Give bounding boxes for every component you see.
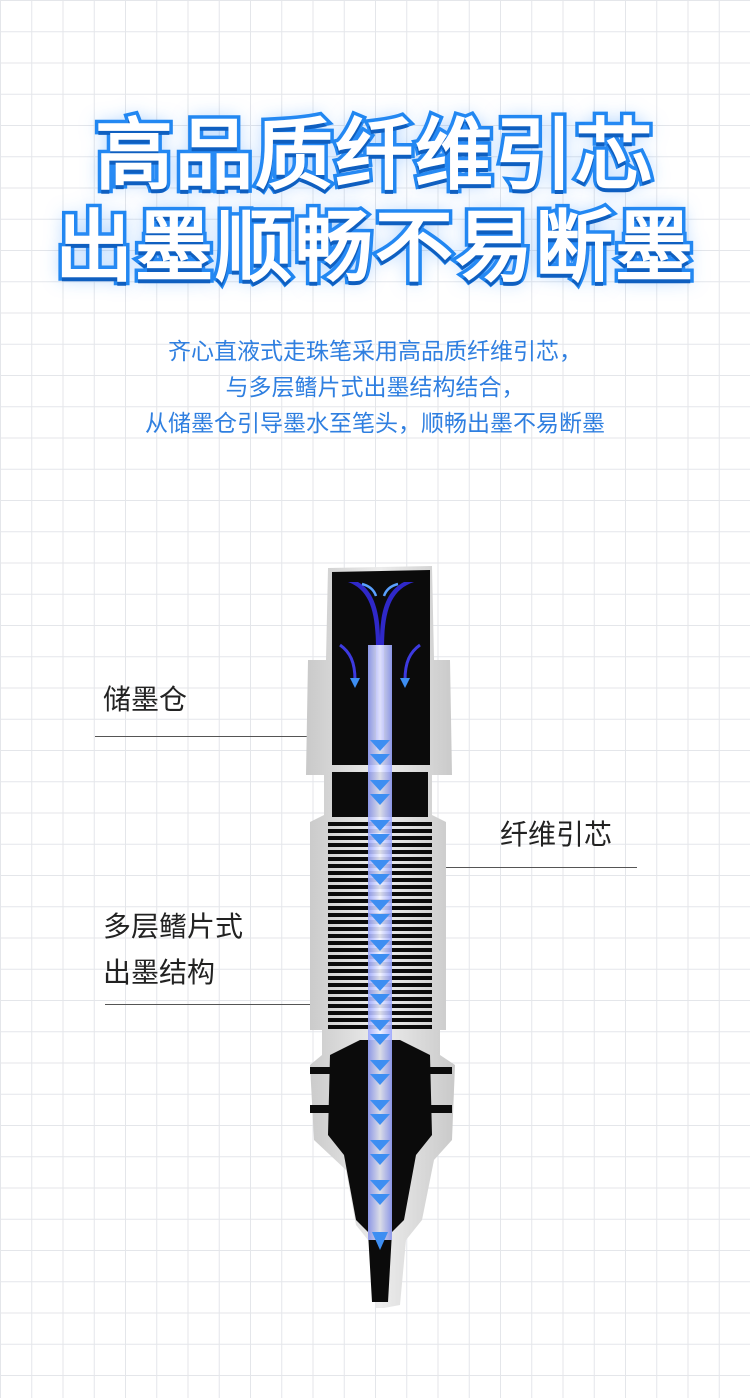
arrow-down-icon [370, 794, 390, 805]
arrow-down-icon [370, 1034, 390, 1045]
headline-line-2: 出墨顺畅不易断墨 [51, 200, 696, 297]
arrow-down-icon [370, 994, 390, 1005]
arrow-down-icon [370, 754, 390, 765]
callout-fins-leader-line [105, 1004, 335, 1005]
callout-wick-leader-line [385, 867, 637, 868]
arrow-down-icon [370, 940, 390, 951]
callout-fins-label-line-1: 多层鳍片式 [103, 910, 244, 943]
arrow-down-icon [370, 1114, 390, 1125]
arrow-down-icon [370, 1100, 390, 1111]
callout-wick-label: 纤维引芯 [500, 818, 613, 851]
callout-reservoir-label: 储墨仓 [103, 683, 188, 716]
pen-cross-section-diagram [306, 566, 455, 1308]
arrow-down-icon [372, 1232, 388, 1250]
arrow-down-icon [370, 954, 390, 965]
description-line-2: 与多层鳍片式出墨结构结合， [225, 375, 525, 401]
arrow-down-icon [370, 900, 390, 911]
headline-line-1: 高品质纤维引芯 [91, 108, 656, 205]
arrow-down-icon [370, 820, 390, 831]
ink-flow-arrows [370, 740, 390, 1250]
callout-reservoir-leader-line [95, 736, 335, 737]
arrow-down-icon [370, 914, 390, 925]
arrow-down-icon [370, 874, 390, 885]
arrow-down-icon [370, 1074, 390, 1085]
arrow-down-icon [370, 1180, 390, 1191]
arrow-down-icon [370, 860, 390, 871]
arrow-down-icon [370, 1194, 390, 1205]
arrow-down-icon [370, 1140, 390, 1151]
arrow-down-icon [370, 1154, 390, 1165]
arrow-down-icon [370, 780, 390, 791]
arrow-down-icon [370, 1020, 390, 1031]
arrow-down-icon [370, 740, 390, 751]
arrow-down-icon [370, 834, 390, 845]
arrow-down-icon [370, 980, 390, 991]
description-line-1: 齐心直液式走珠笔采用高品质纤维引芯， [168, 339, 582, 365]
callout-fins-label-line-2: 出墨结构 [103, 956, 216, 989]
description-line-3: 从储墨仓引导墨水至笔头，顺畅出墨不易断墨 [145, 411, 605, 437]
arrow-down-icon [370, 1060, 390, 1071]
